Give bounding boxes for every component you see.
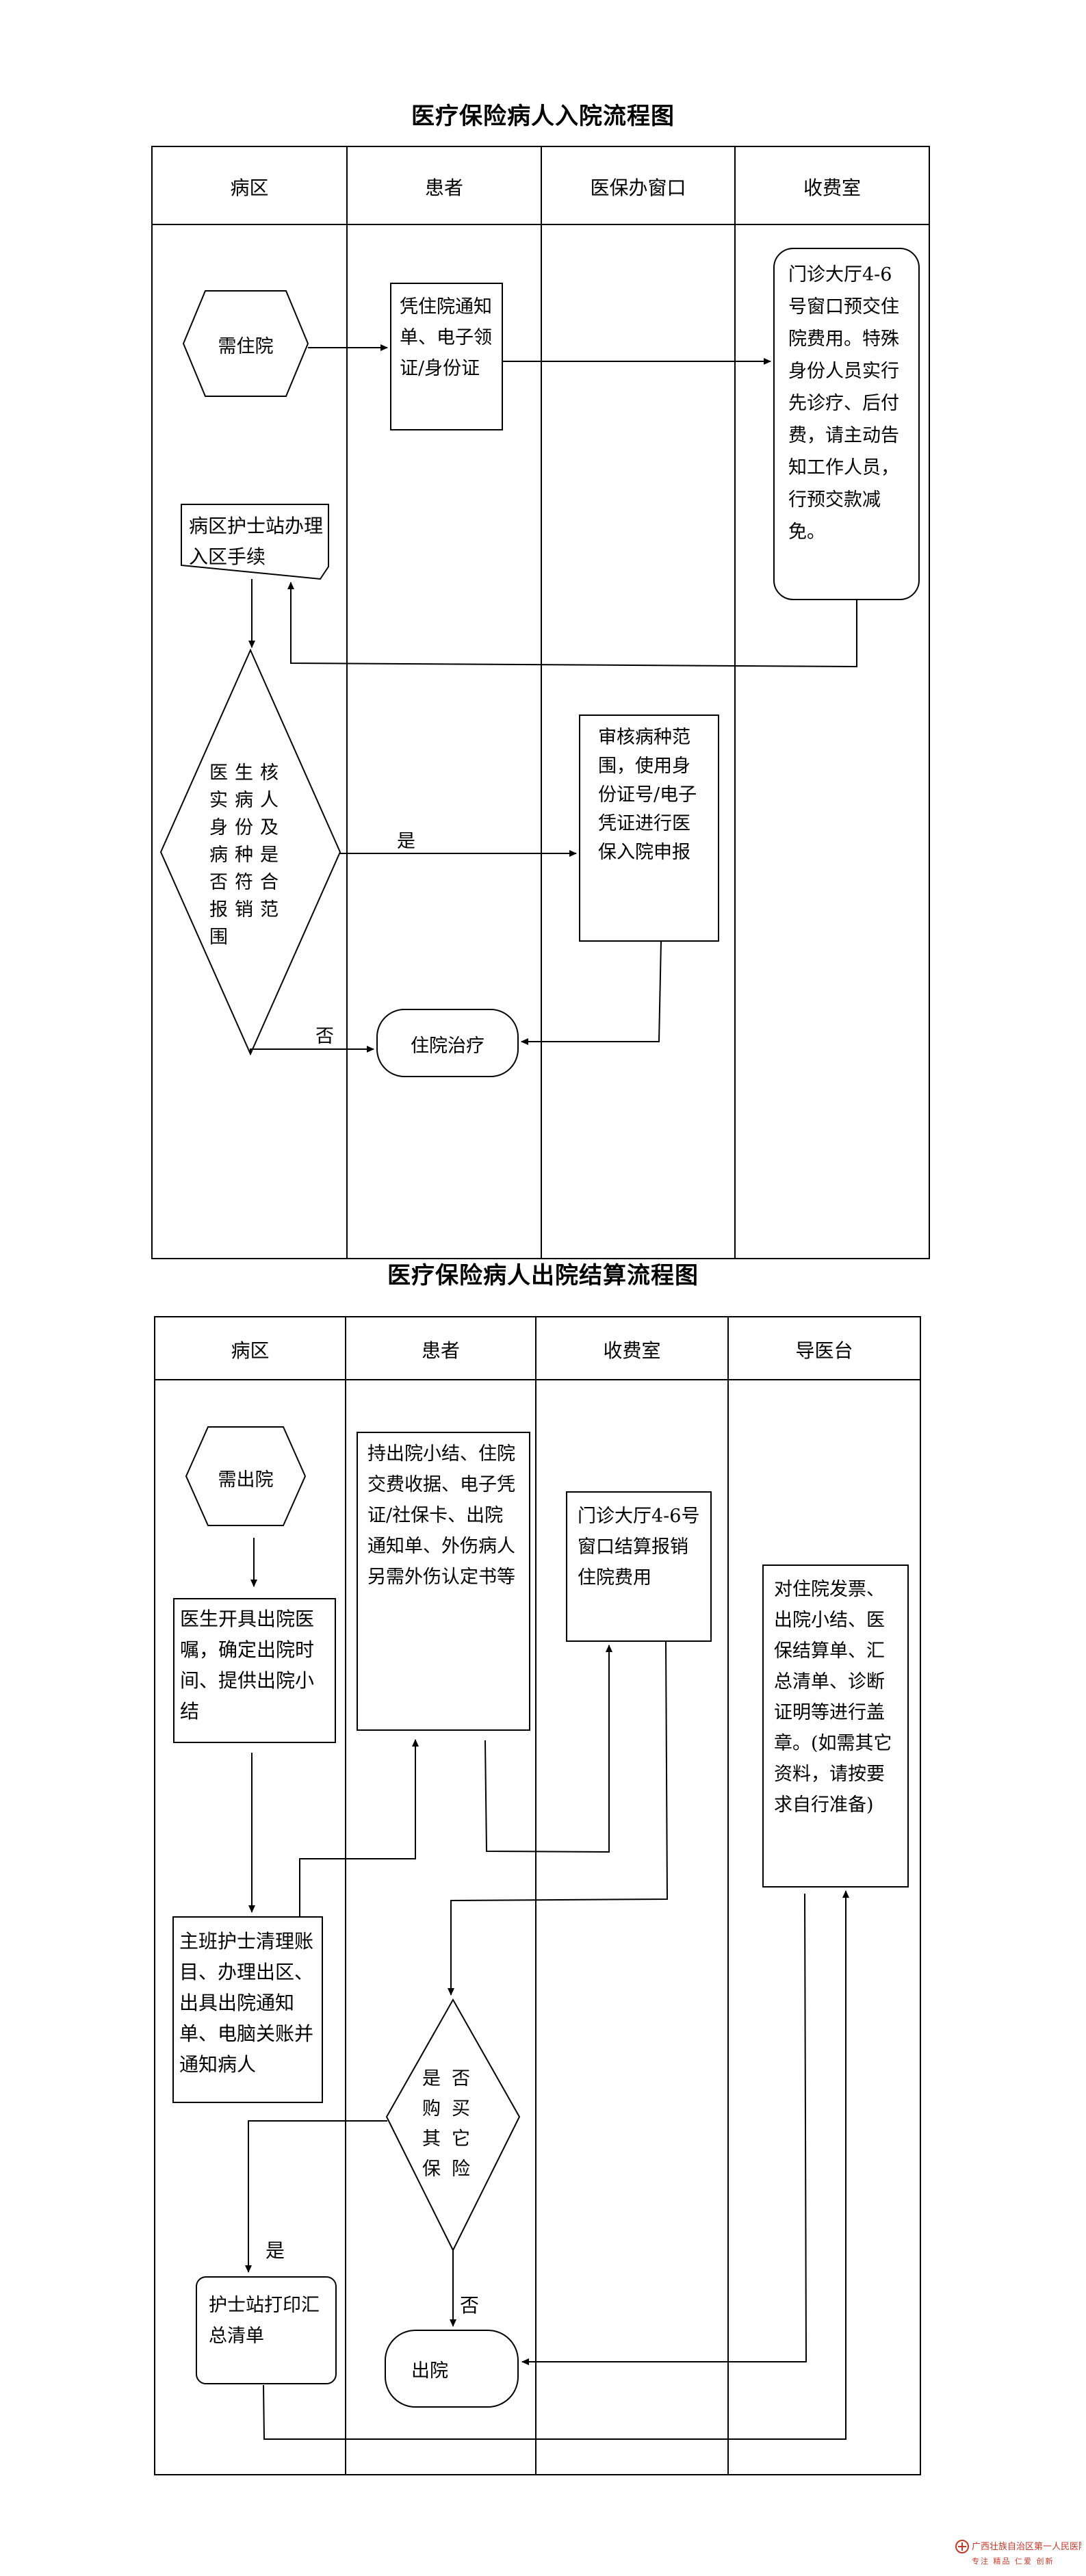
admission-nurse-station-text: 病区护士站办理入区手续 [189,515,324,568]
discharge-start-label: 需出院 [218,1469,274,1491]
admission-nurse-station-box [181,504,329,580]
discharge-end-terminal [385,2330,519,2408]
discharge-start-hexagon [185,1426,307,1526]
discharge-cashier-box [566,1491,712,1642]
watermark-tagline: 专注 精品 仁爱 创新 [972,2557,1055,2566]
discharge-print-box [196,2276,337,2384]
watermark-brand: 广西壮族自治区第一人民医院 [972,2542,1081,2552]
admission-title: 医疗保险病人入院流程图 [411,103,675,130]
admission-end-terminal [376,1009,519,1077]
discharge-table-grid [154,1316,921,2475]
admission-connectors [248,344,857,1054]
admission-table-grid [151,146,930,1259]
admission-patient-docs-box [390,283,503,430]
admission-cashier-text: 门诊大厅4-6号窗口预交住院费用。特殊身份人员实行先诊疗、后付费，请主动告知工作… [788,264,899,543]
admission-lane-patient: 患者 [424,177,463,199]
hospital-logo-icon [955,2540,969,2553]
discharge-print-text: 护士站打印汇总清单 [209,2295,320,2347]
admission-insurance-review-box [579,714,719,942]
discharge-yes-label: 是 [266,2239,285,2262]
discharge-doctor-text: 医生开具出院医嘱，确定出院时间、提供出院小结 [180,1608,315,1723]
discharge-end-label: 出院 [411,2360,448,2382]
discharge-patient-docs-text: 持出院小结、住院交费收据、电子凭证/社保卡、出院通知单、外伤病人另需外伤认定书等 [367,1443,515,1588]
discharge-guide-box [762,1564,909,1888]
discharge-decision-text: 是否购买其它保险 [422,2068,481,2180]
discharge-patient-docs-box [357,1432,530,1731]
discharge-connectors [245,1538,849,2440]
admission-lane-insurance-office: 医保办窗口 [590,177,686,199]
discharge-doctor-box [173,1598,336,1743]
admission-start-label: 需住院 [218,336,274,357]
discharge-lane-cashier: 收费室 [603,1339,661,1362]
admission-cashier-box [773,248,920,600]
discharge-guide-text: 对住院发票、出院小结、医保结算单、汇总清单、诊断证明等进行盖章。(如需其它资料，… [774,1579,892,1816]
discharge-no-label: 否 [460,2294,480,2317]
admission-end-label: 住院治疗 [411,1035,484,1057]
discharge-lane-guide-desk: 导医台 [795,1339,853,1362]
admission-decision-text: 医生核实病人身份及病种是否符合报销范围 [209,762,285,948]
admission-no-label: 否 [315,1026,334,1047]
admission-yes-label: 是 [397,831,415,852]
admission-shapes [159,248,920,1077]
discharge-nurse-text: 主班护士清理账目、办理出区、出具出院通知单、电脑关账并通知病人 [179,1930,314,2076]
discharge-nurse-box [172,1916,323,2103]
discharge-lane-patient: 患者 [421,1339,460,1362]
admission-patient-docs-text: 凭住院通知单、电子领证/身份证 [400,296,492,379]
discharge-shapes [172,1426,909,2408]
discharge-title: 医疗保险病人出院结算流程图 [387,1262,699,1289]
discharge-lane-ward: 病区 [231,1339,270,1362]
admission-start-hexagon [182,290,309,397]
admission-lane-ward: 病区 [230,177,269,199]
admission-lane-cashier: 收费室 [803,177,861,199]
admission-insurance-review-text: 审核病种范围，使用身份证号/电子凭证进行医保入院申报 [598,727,697,863]
discharge-cashier-text: 门诊大厅4-6号窗口结算报销住院费用 [578,1506,700,1588]
